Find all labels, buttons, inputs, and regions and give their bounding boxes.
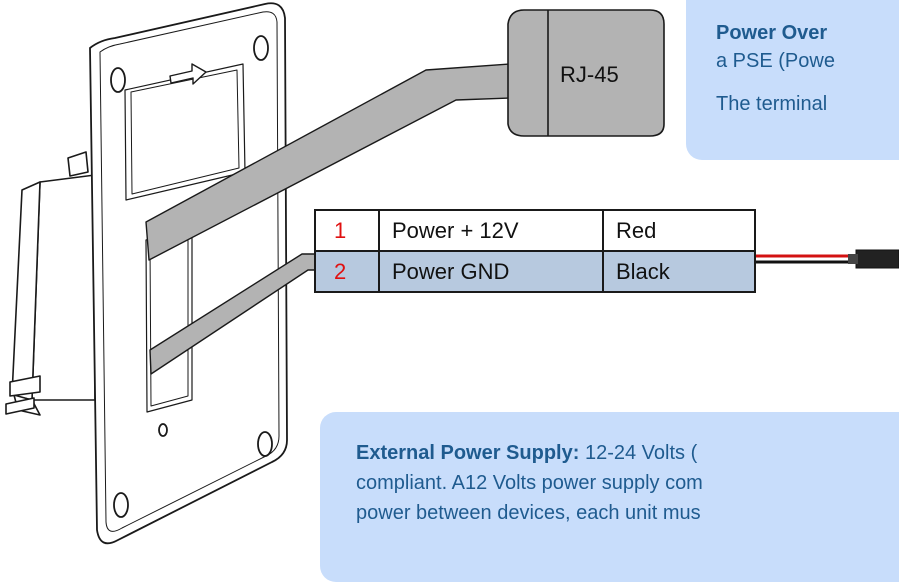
poe-callout-line3: The terminal xyxy=(716,93,828,115)
ext-callout-line2: compliant. A12 Volts power supply com xyxy=(356,472,703,494)
poe-callout-title: Power Over xyxy=(716,22,828,44)
power-wires xyxy=(754,249,899,269)
faceplate xyxy=(89,2,288,545)
ext-callout-line1: 12-24 Volts ( xyxy=(579,442,698,464)
table-row: 2 Power GND Black xyxy=(314,250,756,293)
wire-color: Black xyxy=(602,250,756,293)
external-power-callout: External Power Supply: 12-24 Volts ( com… xyxy=(320,412,899,582)
ext-callout-title: External Power Supply: xyxy=(356,442,580,464)
wire-color: Red xyxy=(602,209,756,252)
signal-name: Power GND xyxy=(378,250,604,293)
poe-callout: Power Over a PSE (Powe The terminal xyxy=(686,0,899,160)
rj45-connector xyxy=(507,9,665,137)
device-housing xyxy=(5,151,96,416)
arrow-right-icon xyxy=(169,63,207,85)
poe-callout-line2: a PSE (Powe xyxy=(716,50,835,72)
signal-name: Power + 12V xyxy=(378,209,604,252)
wire-table: 1 Power + 12V Red 2 Power GND Black xyxy=(314,209,756,293)
ext-callout-line3: power between devices, each unit mus xyxy=(356,502,701,524)
device-diagram xyxy=(5,2,899,545)
table-row: 1 Power + 12V Red xyxy=(314,209,756,252)
rj45-label: RJ-45 xyxy=(560,62,619,87)
pin-number: 2 xyxy=(314,250,380,293)
pin-number: 1 xyxy=(314,209,380,252)
